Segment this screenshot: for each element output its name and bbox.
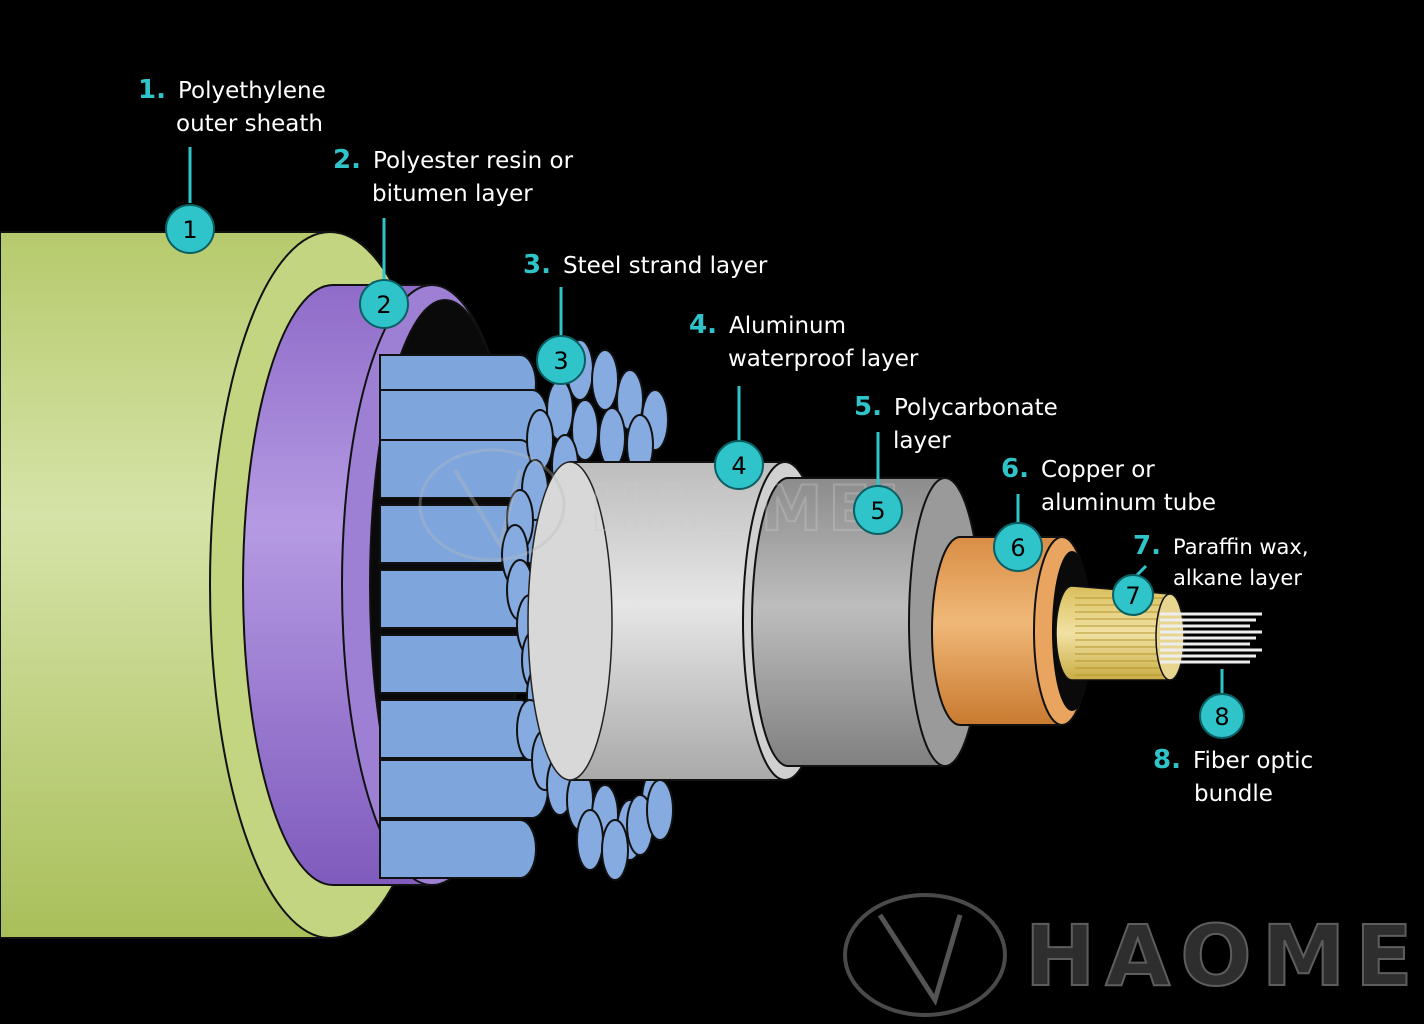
svg-text:7: 7 <box>1125 582 1140 610</box>
steel-strand-end <box>601 819 629 881</box>
label-5: 5. Polycarbonate layer <box>854 391 1058 458</box>
label-8: 8. Fiber optic bundle <box>1153 744 1313 811</box>
label-6-number: 6. <box>1001 454 1029 484</box>
svg-text:5: 5 <box>870 497 885 525</box>
svg-text:3: 3 <box>553 347 568 375</box>
steel-strand-end <box>571 399 599 461</box>
label-8-number: 8. <box>1153 745 1181 775</box>
label-4-line2: waterproof layer <box>728 346 919 372</box>
label-7-line1: Paraffin wax, <box>1172 535 1309 559</box>
label-2-number: 2. <box>333 145 361 175</box>
svg-text:8: 8 <box>1214 703 1229 731</box>
label-3-number: 3. <box>523 250 551 280</box>
label-2-line1: Polyester resin or <box>372 148 574 174</box>
badge-8: 8 <box>1199 693 1245 739</box>
label-1-number: 1. <box>138 75 166 105</box>
label-1-line1: Polyethylene <box>177 78 326 104</box>
label-7-number: 7. <box>1133 531 1161 561</box>
label-6: 6. Copper or aluminum tube <box>1001 453 1216 520</box>
label-3: 3. Steel strand layer <box>523 249 767 283</box>
callout-lines <box>188 147 1224 693</box>
fiber-bundle <box>1160 612 1262 664</box>
badge-5: 5 <box>853 485 903 535</box>
badge-4: 4 <box>714 440 764 490</box>
label-1-line2: outer sheath <box>176 111 323 137</box>
badge-1: 1 <box>165 204 215 254</box>
label-6-line2: aluminum tube <box>1041 490 1217 516</box>
steel-strand <box>379 819 537 879</box>
label-8-line1: Fiber optic <box>1192 748 1314 774</box>
steel-strand-end <box>576 809 604 871</box>
svg-text:1: 1 <box>182 216 197 244</box>
svg-text:6: 6 <box>1010 534 1025 562</box>
label-3-line1: Steel strand layer <box>562 253 768 279</box>
label-8-line2: bundle <box>1194 781 1273 807</box>
badge-2: 2 <box>359 279 409 329</box>
label-7-line2: alkane layer <box>1173 566 1302 590</box>
watermark-bottom: HAOMEI <box>843 893 1424 1017</box>
label-6-line1: Copper or <box>1040 457 1155 483</box>
svg-text:2: 2 <box>376 291 391 319</box>
label-4-line1: Aluminum <box>728 313 847 339</box>
steel-strand-end <box>598 407 626 469</box>
steel-strand-end <box>591 349 619 411</box>
badge-6: 6 <box>993 522 1043 572</box>
label-1: 1. Polyethylene outer sheath <box>138 74 326 141</box>
label-5-number: 5. <box>854 392 882 422</box>
label-5-line1: Polycarbonate <box>893 395 1058 421</box>
svg-text:HAOMEI: HAOMEI <box>1025 907 1424 1005</box>
label-2: 2. Polyester resin or bitumen layer <box>333 144 573 211</box>
label-4: 4. Aluminum waterproof layer <box>689 309 918 376</box>
steel-strand <box>379 699 537 759</box>
label-2-line2: bitumen layer <box>372 181 533 207</box>
label-5-line2: layer <box>893 428 951 454</box>
label-4-number: 4. <box>689 310 717 340</box>
label-7: 7. Paraffin wax, alkane layer <box>1133 531 1309 594</box>
svg-text:4: 4 <box>731 452 746 480</box>
steel-strand <box>379 759 549 819</box>
steel-strand-end <box>646 779 674 841</box>
badge-3: 3 <box>536 335 586 385</box>
steel-strand <box>379 439 537 499</box>
badge-7: 7 <box>1112 574 1154 616</box>
